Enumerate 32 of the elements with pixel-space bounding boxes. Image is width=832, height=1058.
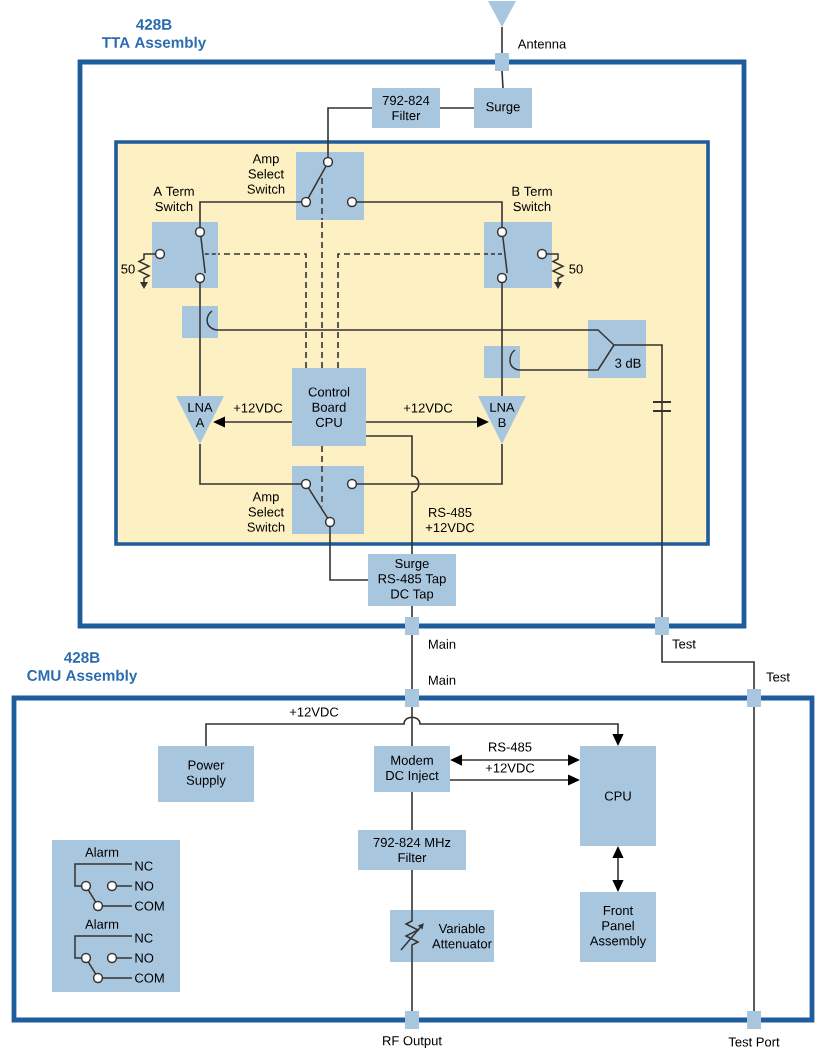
antenna-symbol — [488, 1, 516, 27]
connector-line — [199, 337, 201, 397]
connector-line — [501, 287, 503, 347]
connector-line — [439, 107, 475, 109]
connector-line — [519, 369, 589, 371]
connector-line — [411, 634, 413, 690]
dashed-line — [217, 253, 307, 369]
dashed-line — [337, 253, 485, 369]
connector-line — [327, 107, 373, 153]
coupler-box — [484, 345, 521, 379]
connector-line — [661, 634, 755, 690]
connector-line — [199, 443, 293, 485]
connector-line — [501, 377, 503, 397]
connector-line — [363, 201, 503, 223]
connector-line — [753, 706, 755, 1012]
dashed-line — [321, 445, 323, 467]
connector-line — [365, 435, 420, 555]
connector-line — [501, 26, 503, 54]
connector-line — [411, 791, 413, 831]
connector-line — [645, 344, 663, 618]
coupler-box — [182, 305, 219, 339]
connector-line — [199, 287, 201, 307]
connector-line — [411, 605, 413, 618]
connector-line — [411, 869, 413, 911]
connector-line — [217, 329, 589, 331]
connector-line — [411, 961, 413, 1012]
connector-line — [363, 443, 503, 485]
dashed-line — [321, 219, 323, 369]
connector-line — [199, 201, 297, 223]
connector-line — [501, 70, 504, 89]
connector-line — [411, 706, 413, 747]
connector-line — [329, 533, 369, 581]
